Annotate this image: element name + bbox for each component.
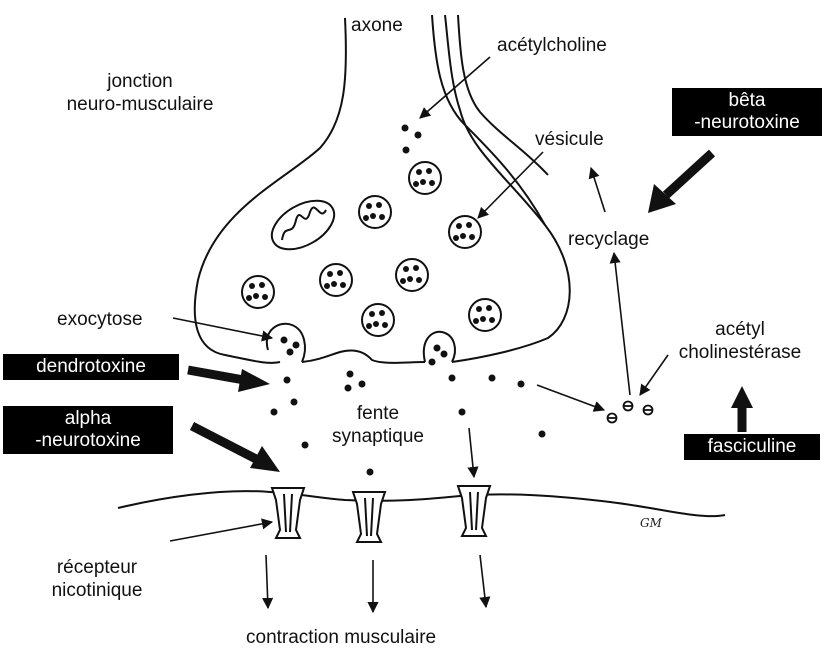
dendrotoxin-box: dendrotoxine [3,354,179,380]
nicotinic-receptor-1 [272,488,304,538]
alpha-neurotoxin-line2: -neurotoxine [9,430,167,452]
recycling-label: recyclage [568,228,649,251]
junction-label-line2: neuro-musculaire [52,93,228,116]
beta-neurotoxin-line2: -neurotoxine [678,112,816,134]
fasciculin-box: fasciculine [684,434,820,460]
receptor-label: récepteur nicotinique [32,556,162,602]
exocytosis-label: exocytose [57,308,143,331]
nicotinic-receptor-3 [458,486,490,536]
cholinesterase-label-line1: acétyl [670,318,810,341]
beta-neurotoxin-box: bêta -neurotoxine [672,88,822,136]
synaptic-cleft-label-line2: synaptique [318,425,438,448]
beta-neurotoxin-line1: bêta [678,90,816,112]
junction-label: jonction neuro-musculaire [52,70,228,116]
receptor-label-line2: nicotinique [32,579,162,602]
axon-label: axone [351,14,403,37]
junction-label-line1: jonction [52,70,228,93]
cholinesterase-label-line2: cholinestérase [670,341,810,364]
muscle-membrane [118,491,725,516]
author-signature: GM [640,516,662,530]
mitochondrion [264,191,343,260]
alpha-neurotoxin-box: alpha -neurotoxine [3,406,173,454]
muscle-contraction-label: contraction musculaire [246,626,436,649]
synaptic-cleft-label: fente synaptique [318,402,438,448]
alpha-neurotoxin-line1: alpha [9,408,167,430]
nicotinic-receptor-2 [353,492,385,542]
vesicle-label: vésicule [535,128,604,151]
hydrolysed-acetylcholine [608,402,653,423]
synaptic-cleft-label-line1: fente [318,402,438,425]
acetylcholine-label: acétylcholine [497,34,607,57]
receptor-label-line1: récepteur [32,556,162,579]
cholinesterase-label: acétyl cholinestérase [670,318,810,364]
